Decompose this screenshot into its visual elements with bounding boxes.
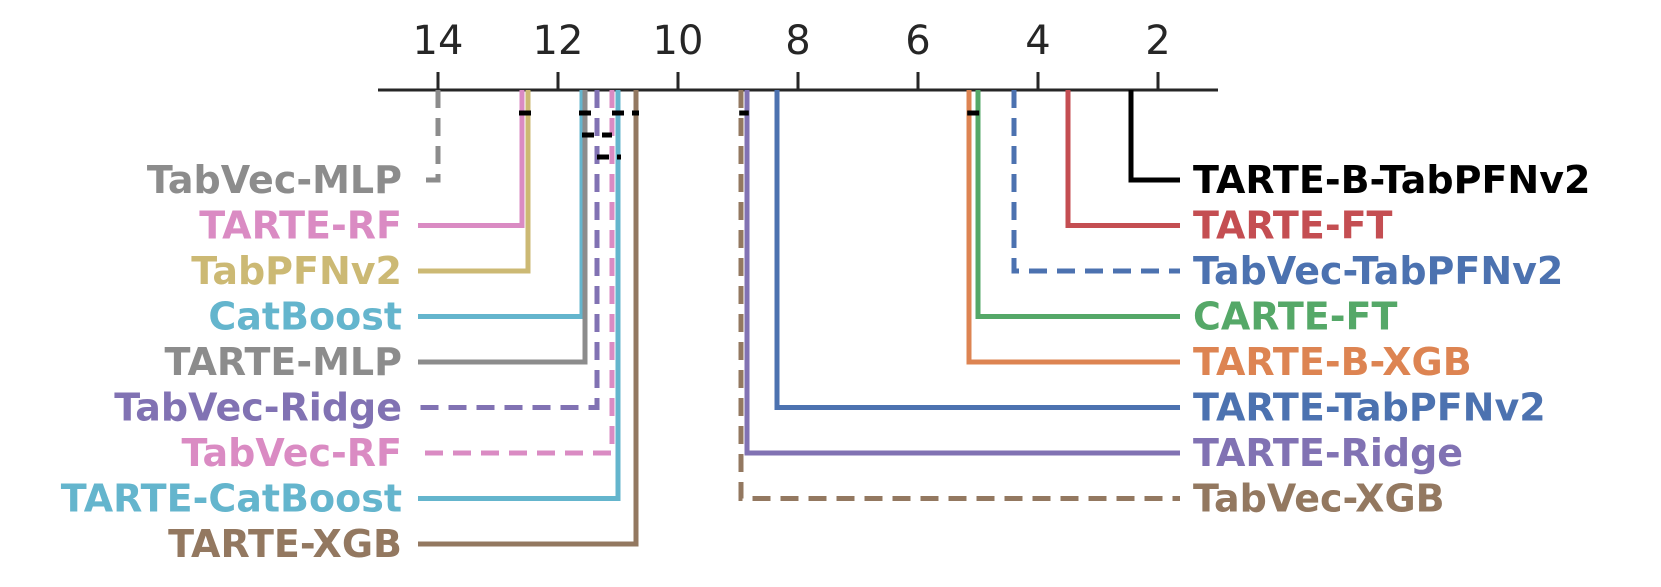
label-tarte-b-tabpfnv2: TARTE-B-TabPFNv2 (1193, 158, 1590, 202)
axis-tick-label-6: 6 (905, 18, 930, 64)
connector-tabvec-xgb (738, 90, 1180, 501)
method-connectors (418, 90, 1180, 547)
connector-tarte-xgb (418, 90, 639, 547)
connector-tarte-ridge (744, 90, 1180, 456)
label-tarte-b-xgb: TARTE-B-XGB (1193, 340, 1472, 384)
method-labels: TabVec-MLPTARTE-RFTabPFNv2CatBoostTARTE-… (61, 158, 1591, 566)
connector-tarte-ft (1065, 90, 1180, 228)
axis-tick-label-10: 10 (653, 18, 704, 64)
connector-catboost (418, 90, 585, 319)
label-tabvec-rf: TabVec-RF (182, 431, 403, 475)
clique-bars (519, 110, 980, 160)
label-tabvec-ridge: TabVec-Ridge (114, 386, 402, 430)
label-tarte-tabpfnv2: TARTE-TabPFNv2 (1193, 386, 1546, 430)
axis-tick-label-12: 12 (533, 18, 584, 64)
connector-tabvec-rf (418, 90, 615, 456)
connector-tarte-rf (418, 90, 525, 228)
axis-tick-label-2: 2 (1145, 18, 1170, 64)
label-tarte-mlp: TARTE-MLP (165, 340, 402, 384)
connector-tabvec-tabpfnv2 (1011, 90, 1180, 274)
connector-tabpfnv2 (418, 90, 531, 274)
connector-carte-ft (975, 90, 1180, 319)
label-tabvec-xgb: TabVec-XGB (1193, 477, 1445, 521)
label-tarte-xgb: TARTE-XGB (168, 522, 402, 566)
axis-tick-label-4: 4 (1025, 18, 1050, 64)
connector-tarte-catboost (418, 90, 621, 501)
connector-tarte-mlp (418, 90, 588, 365)
axis-tick-label-8: 8 (785, 18, 810, 64)
label-tarte-rf: TARTE-RF (199, 204, 402, 248)
connector-tarte-b-tabpfnv2 (1128, 90, 1180, 183)
connector-tabvec-mlp (418, 90, 441, 183)
connector-tarte-b-xgb (966, 90, 1180, 365)
rank-axis: 14 12 10 8 6 4 2 (378, 18, 1218, 92)
label-tabvec-tabpfnv2: TabVec-TabPFNv2 (1193, 249, 1563, 293)
label-tarte-catboost: TARTE-CatBoost (61, 477, 402, 521)
connector-tabvec-ridge (418, 90, 600, 410)
label-tarte-ft: TARTE-FT (1193, 204, 1393, 248)
label-tabpfnv2: TabPFNv2 (191, 249, 402, 293)
label-tabvec-mlp: TabVec-MLP (147, 158, 402, 202)
axis-tick-label-14: 14 (413, 18, 464, 64)
connector-tarte-tabpfnv2 (774, 90, 1180, 410)
label-catboost: CatBoost (208, 295, 402, 339)
label-tarte-ridge: TARTE-Ridge (1193, 431, 1463, 475)
label-carte-ft: CARTE-FT (1193, 295, 1397, 339)
